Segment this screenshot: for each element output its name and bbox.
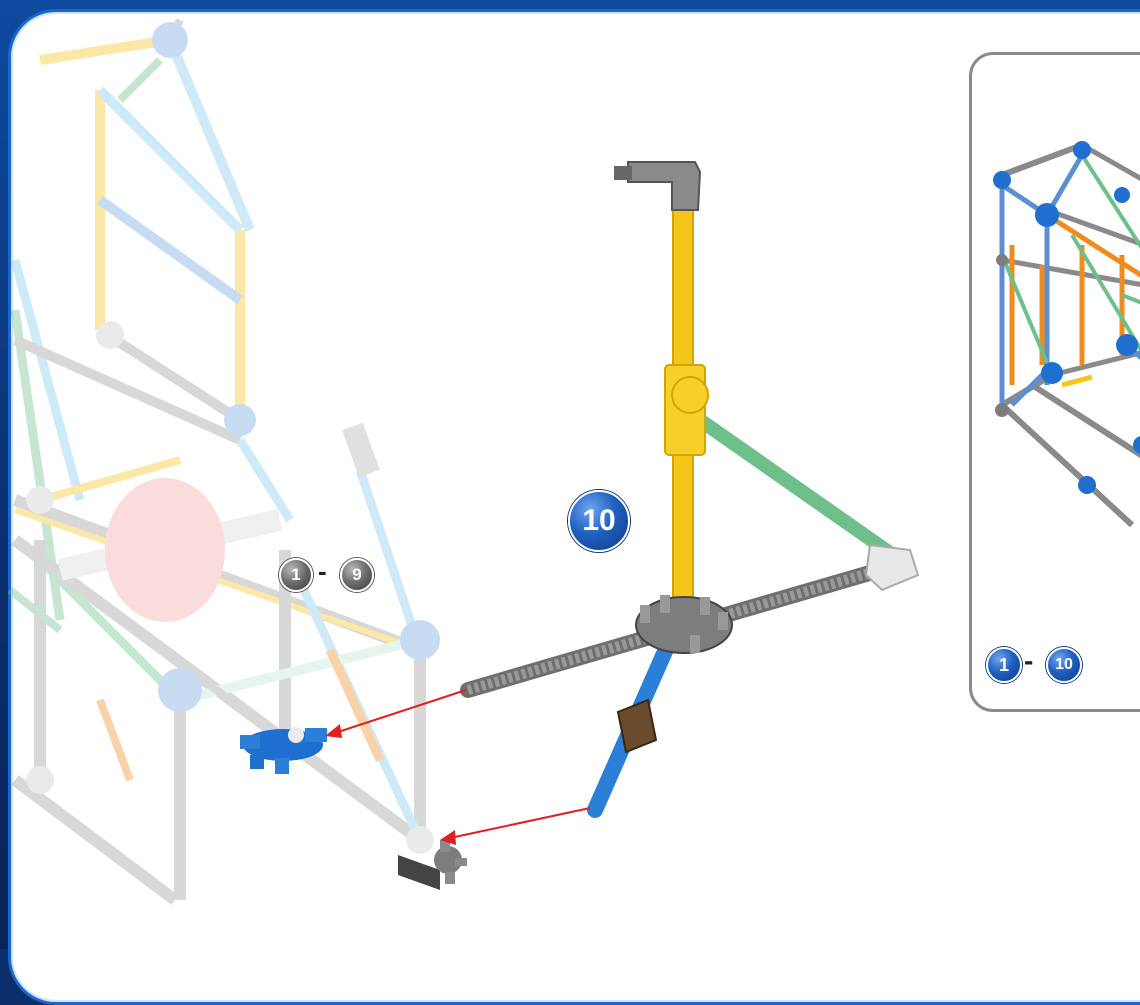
overview-inset: 1 - 10 xyxy=(969,52,1140,712)
step-10-subassembly xyxy=(468,162,918,810)
previous-steps-separator: - xyxy=(318,556,327,587)
overview-range-separator: - xyxy=(1024,645,1033,677)
step-number-badge: 10 xyxy=(568,490,630,552)
red-arrow-lower xyxy=(440,808,590,845)
overview-range-end-badge: 10 xyxy=(1046,647,1082,683)
previous-steps-end-badge: 9 xyxy=(340,558,374,592)
overview-illustration xyxy=(972,55,1140,709)
previous-steps-start-badge: 1 xyxy=(279,558,313,592)
red-arrow-upper xyxy=(325,690,466,738)
previous-build-ghost xyxy=(10,20,440,900)
overview-range-start-badge: 1 xyxy=(986,647,1022,683)
